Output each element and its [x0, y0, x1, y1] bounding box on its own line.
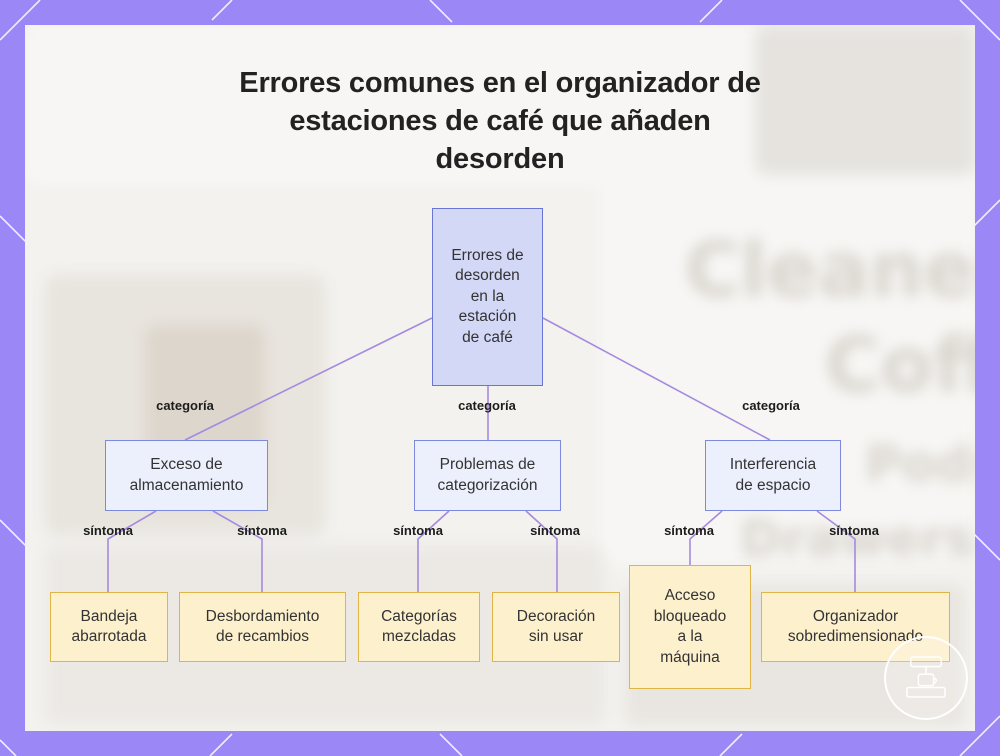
node-root: Errores de desorden en la estación de ca…	[432, 208, 543, 386]
category-3-line-1: Interferencia	[730, 455, 816, 476]
edge-label-symptom-5: síntoma	[664, 523, 714, 539]
symptom-5-line-4: máquina	[654, 648, 726, 669]
root-line-4: estación	[451, 307, 523, 328]
node-symptom-1: Bandeja abarrotada	[50, 592, 168, 662]
symptom-5-line-1: Acceso	[654, 586, 726, 607]
edge-label-category-1: categoría	[156, 398, 214, 414]
symptom-2-line-2: de recambios	[206, 627, 320, 648]
edge-label-category-3: categoría	[742, 398, 800, 414]
edge-label-symptom-4: síntoma	[530, 523, 580, 539]
symptom-1-line-1: Bandeja	[72, 607, 147, 628]
root-line-2: desorden	[451, 266, 523, 287]
symptom-1-line-2: abarrotada	[72, 627, 147, 648]
symptom-4-line-1: Decoración	[517, 607, 595, 628]
node-symptom-4: Decoración sin usar	[492, 592, 620, 662]
node-category-1: Exceso de almacenamiento	[105, 440, 268, 511]
category-3-line-2: de espacio	[730, 476, 816, 497]
edge-root-cat1	[185, 318, 432, 440]
root-line-3: en la	[451, 287, 523, 308]
coffee-machine-badge-icon	[884, 636, 968, 720]
category-2-line-2: categorización	[438, 476, 538, 497]
category-1-line-2: almacenamiento	[130, 476, 244, 497]
node-category-2: Problemas de categorización	[414, 440, 561, 511]
node-category-3: Interferencia de espacio	[705, 440, 841, 511]
node-symptom-2: Desbordamiento de recambios	[179, 592, 346, 662]
symptom-6-line-1: Organizador	[788, 607, 923, 628]
symptom-3-line-1: Categorías	[381, 607, 457, 628]
symptom-5-line-2: bloqueado	[654, 607, 726, 628]
edge-label-category-2: categoría	[458, 398, 516, 414]
edge-label-symptom-6: síntoma	[829, 523, 879, 539]
edge-label-symptom-2: síntoma	[237, 523, 287, 539]
node-symptom-5: Acceso bloqueado a la máquina	[629, 565, 751, 689]
category-2-line-1: Problemas de	[438, 455, 538, 476]
edge-root-cat3	[543, 318, 770, 440]
symptom-5-line-3: a la	[654, 627, 726, 648]
root-line-5: de café	[451, 328, 523, 349]
category-1-line-1: Exceso de	[130, 455, 244, 476]
symptom-3-line-2: mezcladas	[381, 627, 457, 648]
symptom-4-line-2: sin usar	[517, 627, 595, 648]
symptom-2-line-1: Desbordamiento	[206, 607, 320, 628]
node-symptom-3: Categorías mezcladas	[358, 592, 480, 662]
root-line-1: Errores de	[451, 246, 523, 267]
edge-label-symptom-3: síntoma	[393, 523, 443, 539]
edge-label-symptom-1: síntoma	[83, 523, 133, 539]
